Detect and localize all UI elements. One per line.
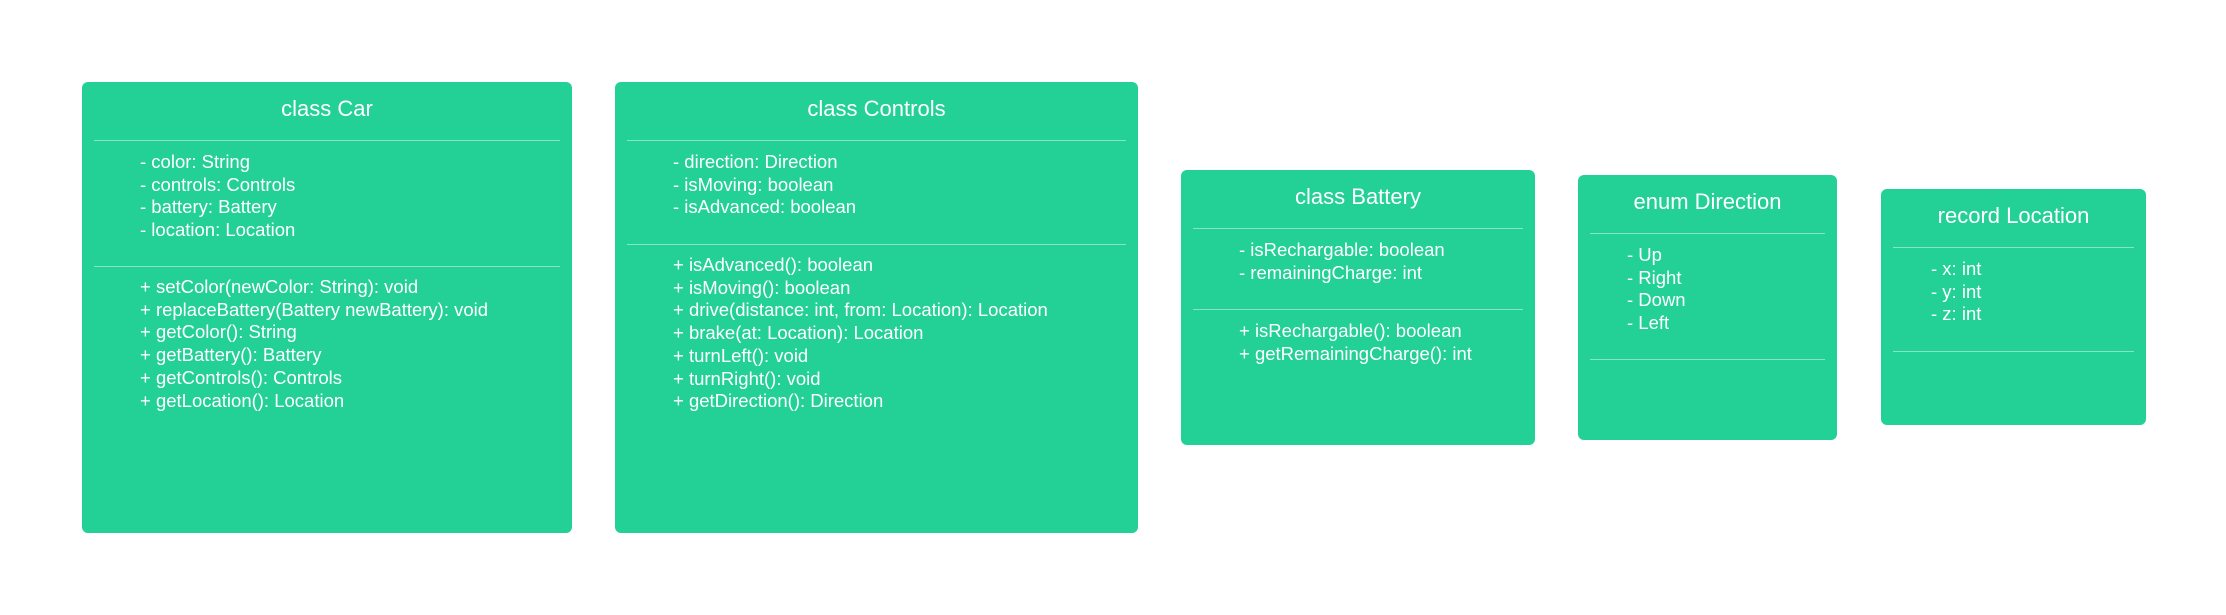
enum-value: - Left [1627, 312, 1670, 334]
method: + setColor(newColor: String): void [140, 276, 419, 297]
field: - x: int [1931, 258, 1982, 279]
method: + getBattery(): Battery [140, 344, 322, 366]
method: + turnLeft(): void [673, 344, 809, 366]
method: + isMoving(): boolean [673, 276, 851, 298]
method: + replaceBattery(Battery newBattery): vo… [140, 298, 489, 320]
uml-enum-direction: enum Direction - Up - Right - Down - Lef… [1578, 175, 1837, 440]
method: + getLocation(): Location [140, 389, 345, 411]
record-location-title: record Location [1937, 203, 2090, 228]
enum-direction-title-divider [1590, 233, 1825, 234]
class-battery-fields-divider [1193, 309, 1523, 310]
enum-value: - Down [1627, 289, 1686, 311]
method: + drive(distance: int, from: Location): … [673, 299, 1048, 321]
class-car-methods: + setColor(newColor: String): void + rep… [140, 276, 488, 412]
class-controls-fields-divider [627, 244, 1126, 245]
field: - y: int [1931, 280, 1982, 302]
record-location-title-divider [1893, 247, 2134, 248]
class-car-fields: - color: String - controls: Controls - b… [140, 151, 295, 242]
field: - location: Location [140, 219, 296, 241]
record-location-fields-divider [1893, 351, 2134, 352]
method: + getControls(): Controls [140, 366, 343, 388]
method: + brake(at: Location): Location [673, 322, 924, 344]
method: + getDirection(): Direction [673, 390, 884, 412]
field: - isMoving: boolean [673, 173, 834, 195]
enum-direction-values-divider [1590, 359, 1825, 360]
class-battery-title-divider [1193, 228, 1523, 229]
class-controls-title-divider [627, 140, 1126, 141]
field: - color: String [140, 151, 251, 172]
enum-value: - Up [1627, 244, 1662, 265]
field: - battery: Battery [140, 196, 277, 218]
field: - direction: Direction [673, 151, 838, 172]
class-car-title-divider [94, 140, 560, 141]
class-controls-fields: - direction: Direction - isMoving: boole… [673, 151, 856, 219]
field: - remainingCharge: int [1239, 261, 1423, 283]
method: + turnRight(): void [673, 367, 821, 389]
method: + getRemainingCharge(): int [1239, 342, 1472, 364]
method: + isRechargable(): boolean [1239, 320, 1462, 341]
class-car-title: class Car [281, 96, 373, 121]
class-controls-title: class Controls [807, 96, 946, 121]
record-location-fields: - x: int - y: int - z: int [1931, 258, 1981, 326]
class-battery-methods: + isRechargable(): boolean + getRemainin… [1239, 320, 1472, 365]
field: - controls: Controls [140, 173, 296, 195]
enum-direction-values: - Up - Right - Down - Left [1627, 244, 1686, 335]
uml-class-car: class Car - color: String - controls: Co… [82, 82, 572, 533]
uml-class-battery: class Battery - isRechargable: boolean -… [1181, 170, 1535, 445]
field: - isAdvanced: boolean [673, 196, 857, 218]
class-controls-methods: + isAdvanced(): boolean + isMoving(): bo… [673, 254, 1048, 413]
uml-record-location: record Location - x: int - y: int - z: i… [1881, 189, 2146, 425]
class-battery-title: class Battery [1295, 184, 1421, 209]
class-battery-fields: - isRechargable: boolean - remainingChar… [1239, 239, 1445, 284]
enum-value: - Right [1627, 266, 1682, 288]
method: + isAdvanced(): boolean [673, 254, 874, 275]
uml-class-controls: class Controls - direction: Direction - … [615, 82, 1138, 533]
field: - z: int [1931, 303, 1982, 325]
enum-direction-title: enum Direction [1633, 189, 1782, 214]
class-car-fields-divider [94, 266, 560, 267]
field: - isRechargable: boolean [1239, 239, 1445, 260]
method: + getColor(): String [140, 321, 297, 343]
